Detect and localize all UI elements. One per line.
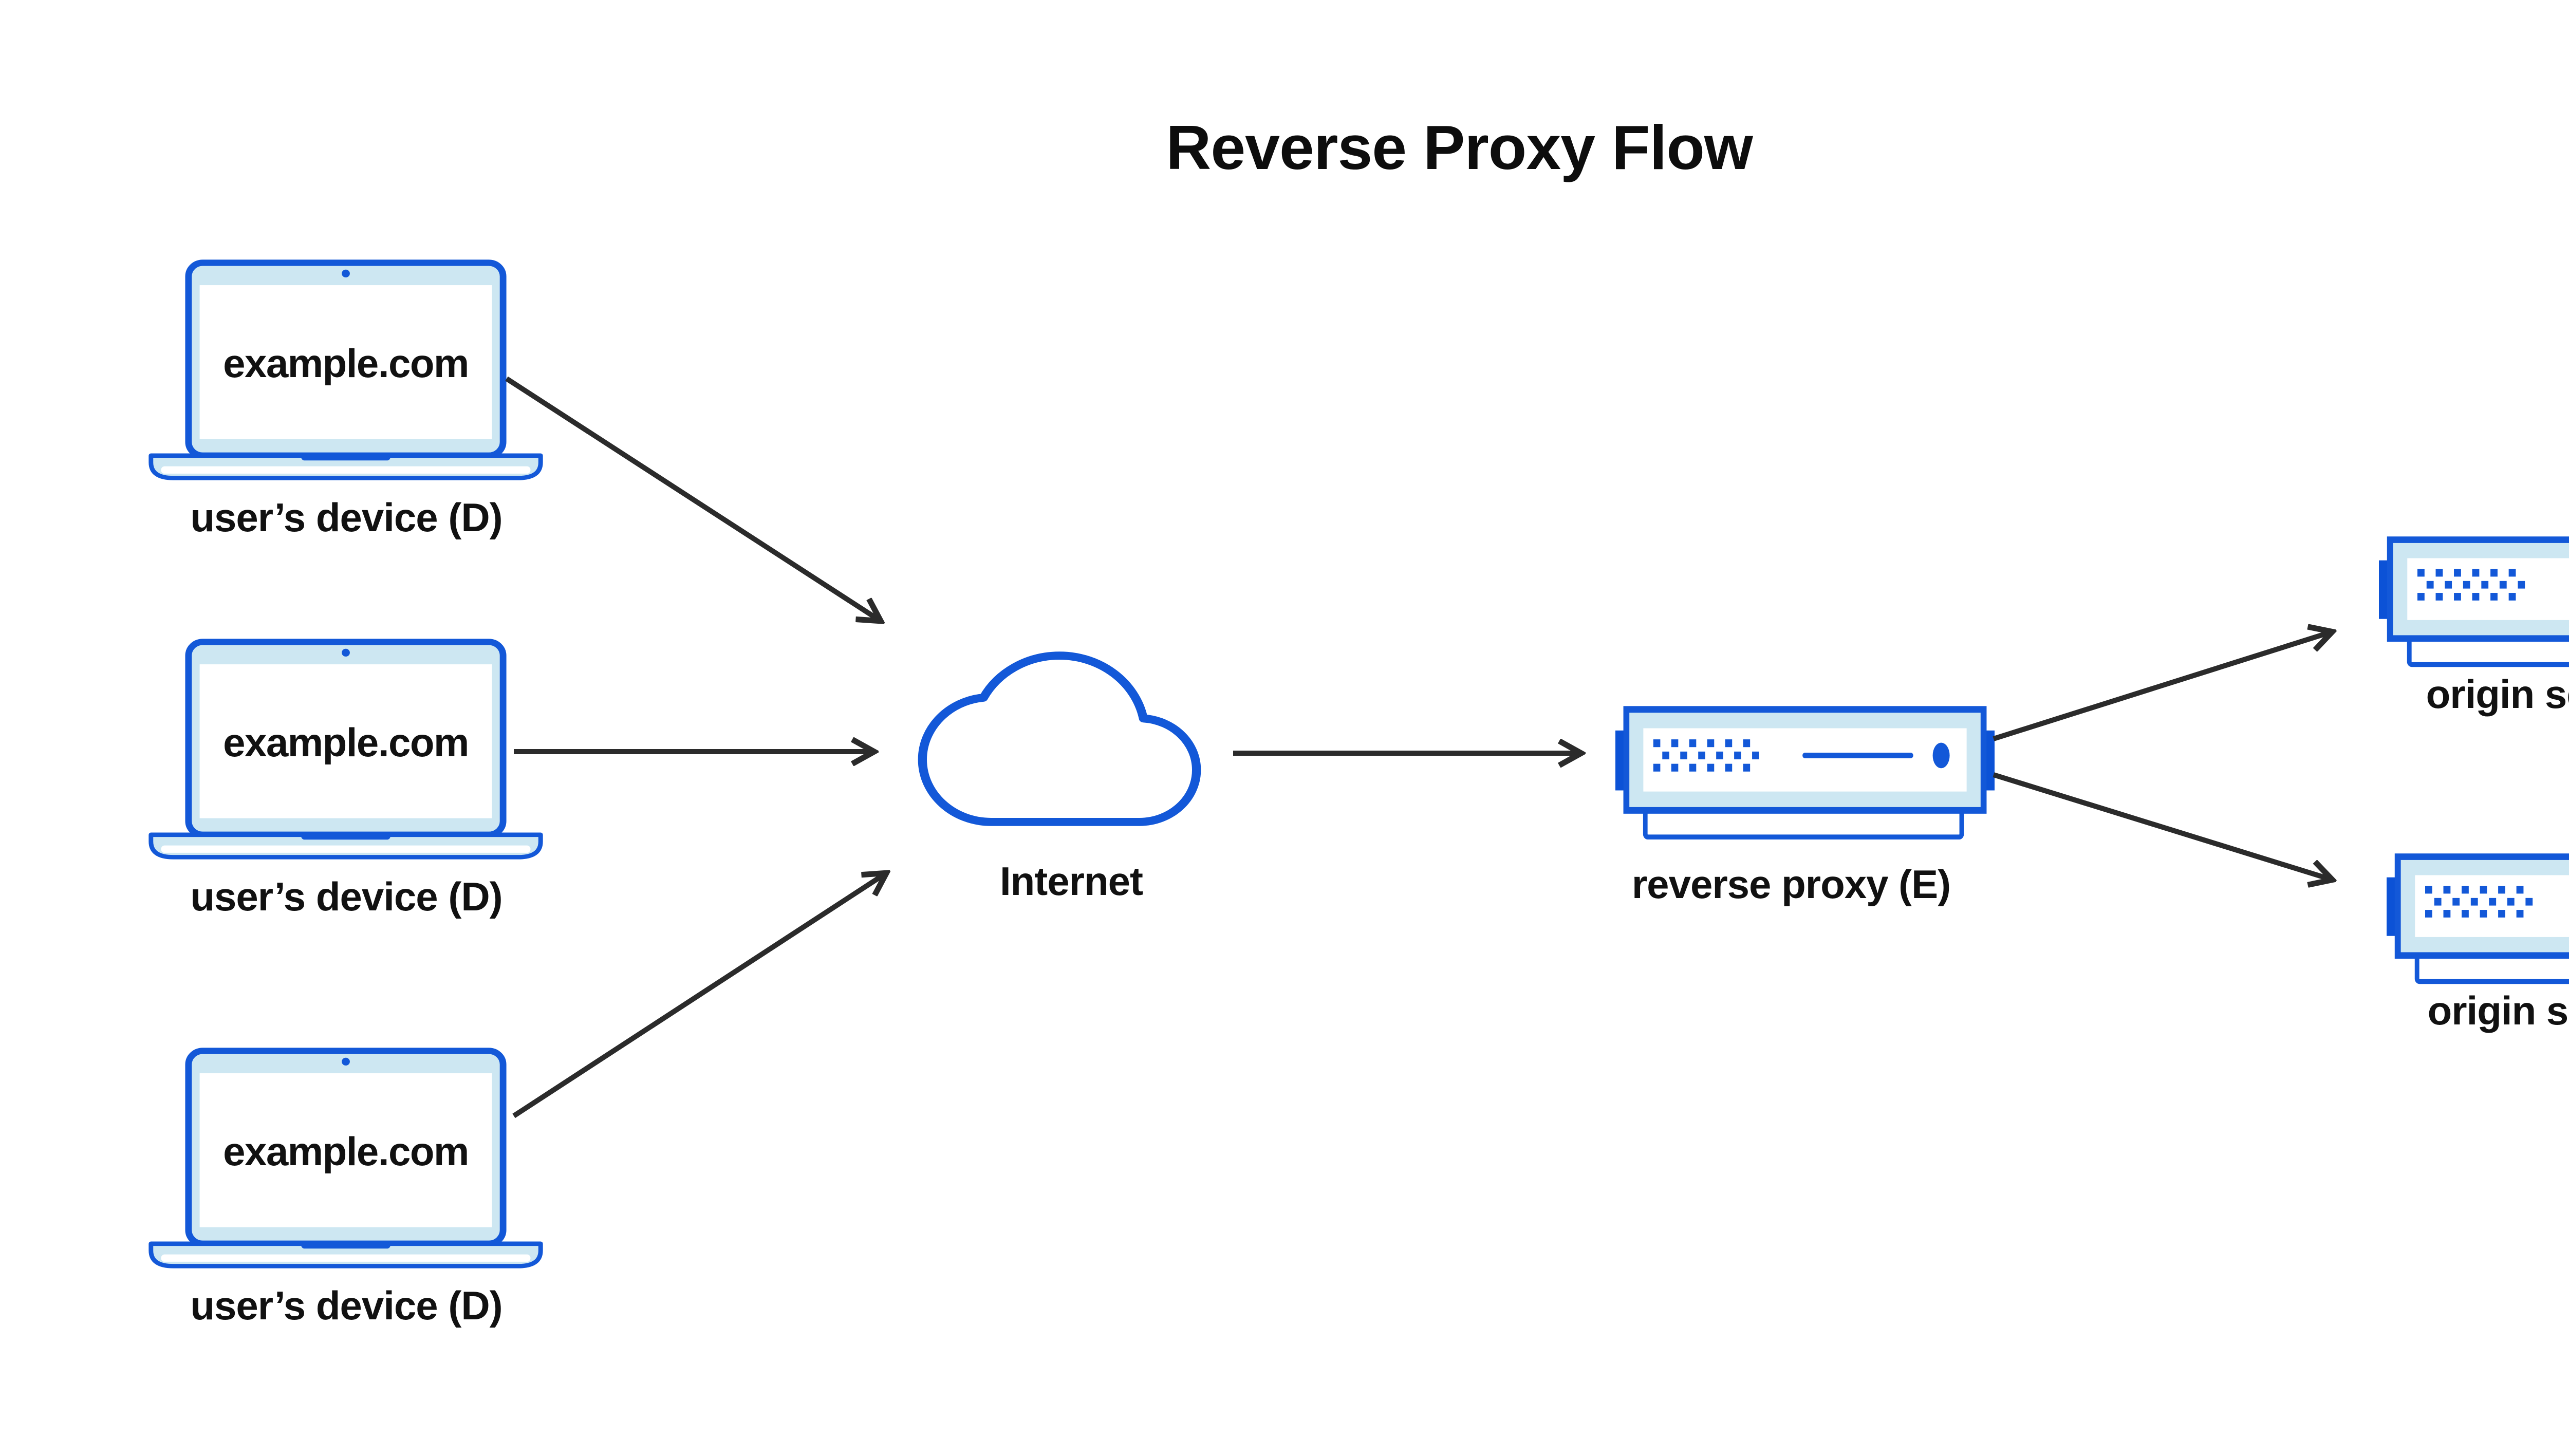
arrow-device3-to-internet: [512, 873, 886, 1118]
cloud-icon: [922, 656, 1196, 822]
origin-server-label: origin server (F): [2426, 671, 2569, 717]
device-screen-url: example.com: [223, 720, 469, 765]
device-label: user’s device (D): [190, 495, 502, 540]
arrow-proxy-to-origin2: [1993, 772, 2332, 880]
reverse-proxy-label: reverse proxy (E): [1631, 862, 1951, 907]
server-icon: [2379, 540, 2569, 665]
origin-server-label: origin server (F): [2427, 988, 2569, 1033]
server-icon: [1615, 710, 1995, 837]
diagram-title: Reverse Proxy Flow: [1166, 113, 1753, 182]
arrow-proxy-to-origin1: [1993, 632, 2332, 741]
internet-label: Internet: [999, 858, 1143, 904]
device-screen-url: example.com: [223, 1129, 469, 1174]
device-screen-url: example.com: [223, 341, 469, 386]
arrow-device1-to-internet: [505, 376, 880, 621]
device-label: user’s device (D): [190, 874, 502, 919]
server-icon: [2387, 857, 2569, 982]
device-label: user’s device (D): [190, 1283, 502, 1328]
